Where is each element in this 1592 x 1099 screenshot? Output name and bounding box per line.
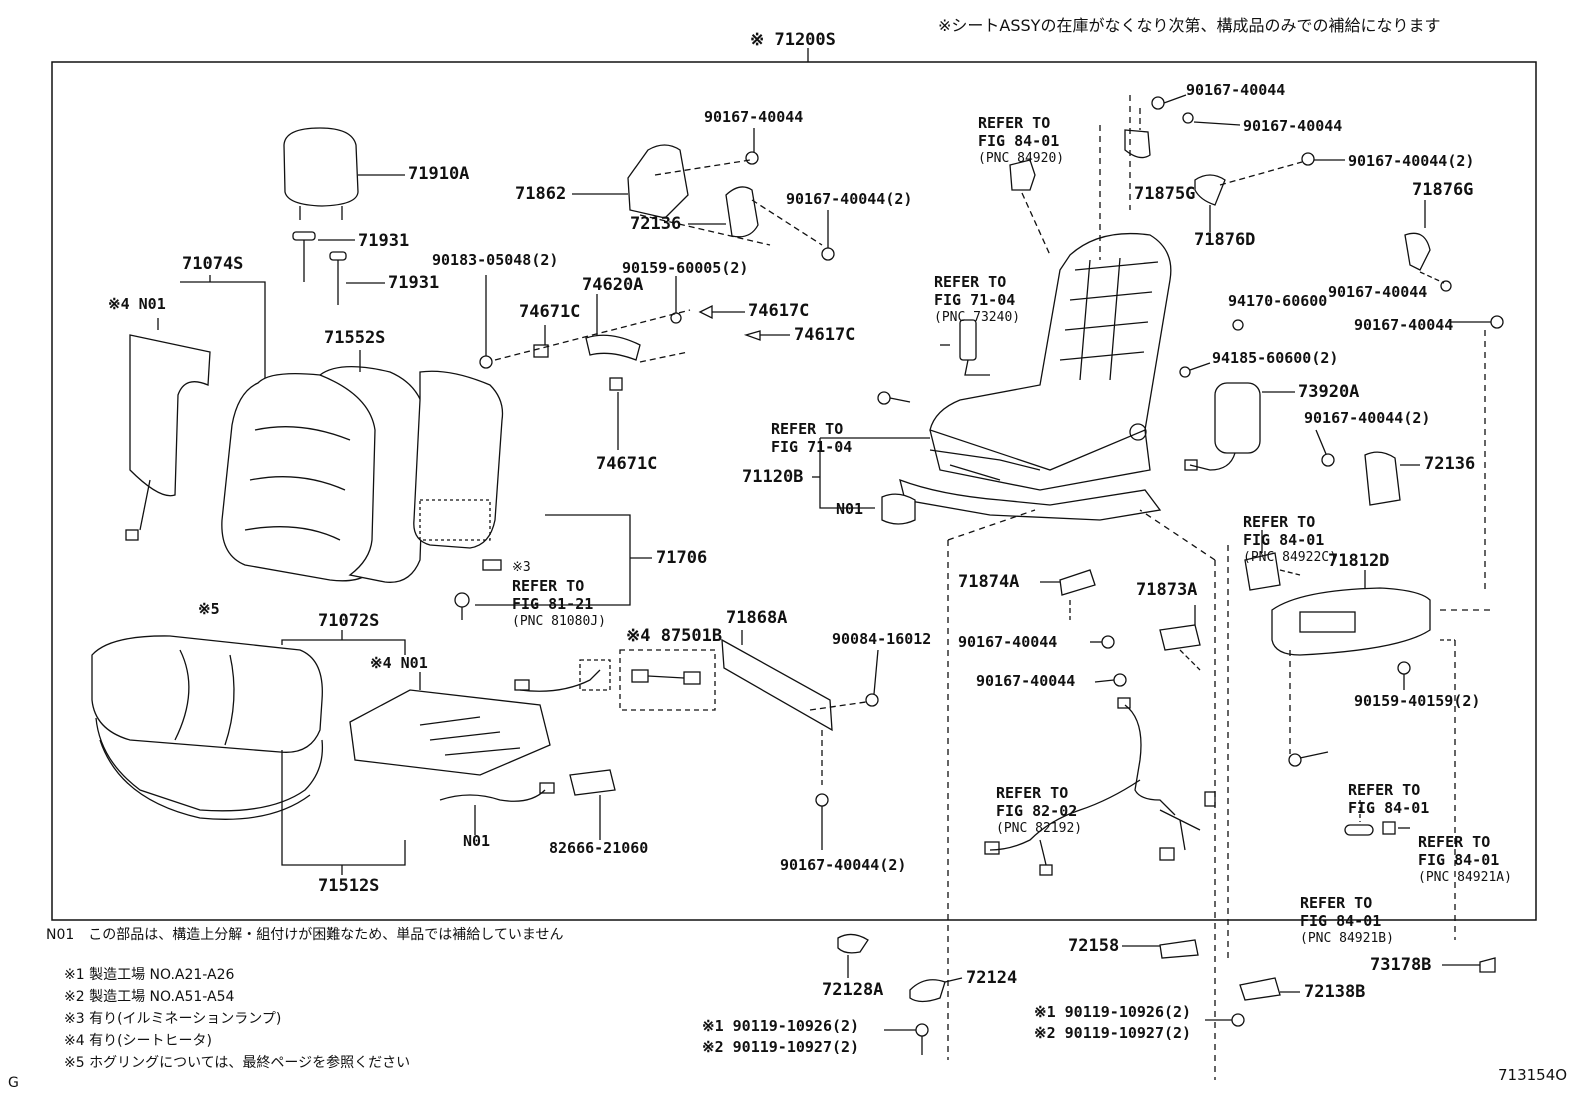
part-label[interactable]: 71120B (742, 467, 804, 487)
part-label[interactable]: 72128A (822, 980, 884, 1000)
part-label[interactable]: 90167-40044(2) (1348, 152, 1475, 170)
part-label[interactable]: 71910A (408, 164, 470, 184)
part-label[interactable]: 90167-40044(2) (786, 190, 913, 208)
part-label[interactable]: 90167-40044 (704, 108, 804, 126)
part-label[interactable]: 73920A (1298, 382, 1360, 402)
part-label[interactable]: 90159-40159(2) (1354, 692, 1481, 710)
part-label[interactable]: 74671C (596, 454, 658, 474)
figure-code: 713154O (1498, 1066, 1568, 1084)
part-label[interactable]: 71552S (324, 328, 386, 348)
part-label[interactable]: 71868A (726, 608, 788, 628)
part-label[interactable]: 90167-40044(2) (1304, 409, 1431, 427)
part-label[interactable]: 90167-40044 (1328, 283, 1428, 301)
part-label[interactable]: 72158 (1068, 936, 1120, 956)
part-label[interactable]: N01 (463, 832, 491, 850)
part-label[interactable]: 72136 (1424, 454, 1476, 474)
part-label[interactable]: 90167-40044 (1243, 117, 1343, 135)
part-label[interactable]: 71074S (182, 254, 244, 274)
part-label[interactable]: ※4 N01 (108, 295, 166, 313)
part-label[interactable]: 71931 (358, 231, 410, 251)
part-label[interactable]: 71876G (1412, 180, 1474, 200)
part-label[interactable]: 74617C (748, 301, 810, 321)
part-label[interactable]: 71706 (656, 548, 708, 568)
part-label[interactable]: 94170-60600 (1228, 292, 1328, 310)
part-label[interactable]: 94185-60600(2) (1212, 349, 1339, 367)
part-label[interactable]: ※2 90119-10927(2) (702, 1038, 860, 1056)
part-label[interactable]: 90159-60005(2) (622, 259, 749, 277)
part-label[interactable]: ※2 90119-10927(2) (1034, 1024, 1192, 1042)
note-4: ※4 有り(シートヒータ) (64, 1033, 213, 1049)
note-5: ※5 ホグリングについては、最終ページを参照ください (64, 1055, 411, 1071)
part-label[interactable]: 90167-40044 (1186, 81, 1286, 99)
part-label[interactable]: 74617C (794, 325, 856, 345)
note-2: ※2 製造工場 NO.A51-A54 (64, 989, 235, 1005)
part-label[interactable]: 90167-40044(2) (780, 856, 907, 874)
part-label[interactable]: 71862 (515, 184, 567, 204)
part-label[interactable]: 71931 (388, 273, 440, 293)
part-label[interactable]: 90167-40044 (958, 633, 1058, 651)
part-label[interactable]: ※4 N01 (370, 654, 428, 672)
part-label[interactable]: ※5 (198, 600, 220, 618)
part-label[interactable]: 74671C (519, 302, 581, 322)
note-3: ※3 有り(イルミネーションランプ) (64, 1011, 282, 1027)
part-label[interactable]: 71512S (318, 876, 380, 896)
part-label[interactable]: 74620A (582, 275, 644, 295)
part-label[interactable]: 71873A (1136, 580, 1198, 600)
part-label[interactable]: 90167-40044 (976, 672, 1076, 690)
part-label[interactable]: 90167-40044 (1354, 316, 1454, 334)
part-label[interactable]: 71875G (1134, 184, 1196, 204)
part-label[interactable]: 72136 (630, 214, 682, 234)
part-label[interactable]: 71072S (318, 611, 380, 631)
part-label[interactable]: 73178B (1370, 955, 1432, 975)
part-label[interactable]: 71812D (1328, 551, 1390, 571)
part-label[interactable]: ※1 90119-10926(2) (702, 1017, 860, 1035)
part-label[interactable]: 71876D (1194, 230, 1256, 250)
assembly-part-number: ※ 71200S (750, 30, 836, 50)
part-label[interactable]: 90183-05048(2) (432, 251, 559, 269)
part-label[interactable]: ※4 87501B (626, 626, 723, 646)
part-label[interactable]: 72124 (966, 968, 1018, 988)
part-label[interactable]: N01 (836, 500, 864, 518)
part-label[interactable]: 90084-16012 (832, 630, 932, 648)
note-n01: N01 この部品は、構造上分解・組付けが困難なため、単品では補給していません (46, 927, 564, 943)
part-label[interactable]: 71874A (958, 572, 1020, 592)
part-label[interactable]: 72138B (1304, 982, 1366, 1002)
note-1: ※1 製造工場 NO.A21-A26 (64, 967, 235, 983)
part-label[interactable]: ※1 90119-10926(2) (1034, 1003, 1192, 1021)
corner-mark: G (8, 1075, 19, 1091)
supply-note: ※シートASSYの在庫がなくなり次第、構成品のみでの補給になります (938, 16, 1441, 35)
part-label[interactable]: 82666-21060 (549, 839, 649, 857)
